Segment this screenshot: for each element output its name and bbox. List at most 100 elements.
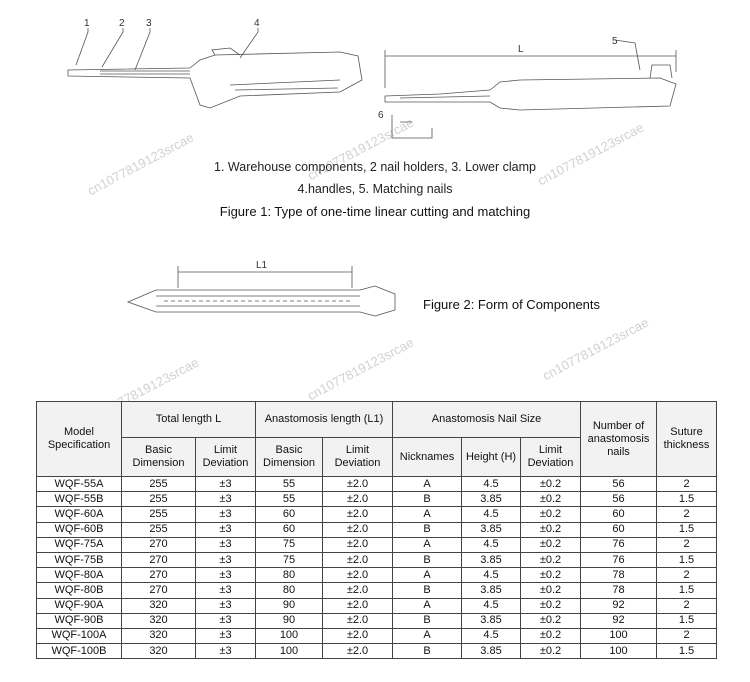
- table-cell: WQF-60B: [36, 521, 122, 538]
- table-cell: 60: [580, 506, 657, 523]
- table-cell: 60: [255, 506, 323, 523]
- table-cell: ±3: [195, 612, 256, 629]
- table-cell: 2: [656, 597, 717, 614]
- table-cell: ±3: [195, 536, 256, 553]
- table-cell: ±2.0: [322, 475, 393, 493]
- table-cell: ±3: [195, 597, 256, 614]
- figure2-drawing: L1: [126, 260, 396, 317]
- table-cell: WQF-90A: [36, 597, 122, 614]
- table-cell: 4.5: [461, 506, 521, 523]
- callout-1: 1: [84, 18, 90, 29]
- table-cell: ±3: [195, 475, 256, 493]
- table-cell: 1.5: [656, 521, 717, 538]
- table-cell: 1.5: [656, 582, 717, 599]
- specification-table: Model Specification Total length L Anast…: [36, 401, 717, 660]
- table-cell: 100: [255, 643, 323, 660]
- table-cell: ±0.2: [520, 521, 581, 538]
- header-number-of-nails: Number of anastomosis nails: [580, 401, 657, 477]
- table-cell: 1.5: [656, 612, 717, 629]
- table-cell: ±2.0: [322, 506, 393, 523]
- callout-4: 4: [254, 18, 260, 29]
- callout-5: 5: [612, 36, 618, 47]
- table-cell: 1.5: [656, 491, 717, 508]
- table-cell: 90: [255, 597, 323, 614]
- table-cell: ±0.2: [520, 627, 581, 645]
- table-cell: 270: [121, 536, 196, 553]
- table-cell: 270: [121, 582, 196, 599]
- table-cell: ±2.0: [322, 536, 393, 553]
- header-nail-size: Anastomosis Nail Size: [392, 401, 581, 438]
- dimension-L-label: L: [518, 44, 524, 55]
- table-cell: 75: [255, 536, 323, 553]
- header-total-length: Total length L: [121, 401, 256, 438]
- table-cell: 3.85: [461, 582, 521, 599]
- figure1-caption-line2: 4.handles, 5. Matching nails: [297, 182, 453, 196]
- table-cell: ±2.0: [322, 627, 393, 645]
- table-cell: 255: [121, 506, 196, 523]
- table-cell: WQF-100A: [36, 627, 122, 645]
- table-cell: 2: [656, 506, 717, 523]
- table-cell: WQF-75B: [36, 551, 122, 569]
- table-cell: 3.85: [461, 612, 521, 629]
- table-cell: B: [392, 491, 462, 508]
- table-cell: A: [392, 536, 462, 553]
- table-cell: 3.85: [461, 643, 521, 660]
- table-cell: A: [392, 567, 462, 584]
- figure1-caption-line1: 1. Warehouse components, 2 nail holders,…: [214, 160, 536, 174]
- table-cell: ±3: [195, 643, 256, 660]
- watermark: cn1077819123srcae: [305, 334, 417, 404]
- table-cell: 4.5: [461, 597, 521, 614]
- table-cell: 255: [121, 475, 196, 493]
- table-cell: A: [392, 627, 462, 645]
- table-cell: ±0.2: [520, 582, 581, 599]
- table-cell: ±3: [195, 567, 256, 584]
- table-cell: 3.85: [461, 551, 521, 569]
- table-cell: WQF-75A: [36, 536, 122, 553]
- figure1-drawing: 1 2 3 4 5 6 L: [67, 18, 677, 139]
- subheader-nicknames: Nicknames: [392, 437, 462, 477]
- table-cell: 2: [656, 475, 717, 493]
- table-cell: ±0.2: [520, 536, 581, 553]
- figure2-title: Figure 2: Form of Components: [423, 297, 601, 312]
- table-cell: A: [392, 475, 462, 493]
- table-cell: ±0.2: [520, 643, 581, 660]
- table-cell: 320: [121, 627, 196, 645]
- table-cell: 2: [656, 536, 717, 553]
- table-cell: 100: [255, 627, 323, 645]
- table-cell: A: [392, 597, 462, 614]
- table-cell: 76: [580, 536, 657, 553]
- table-cell: ±3: [195, 551, 256, 569]
- callout-2: 2: [119, 18, 125, 29]
- subheader-limit-deviation: Limit Deviation: [195, 437, 256, 477]
- table-cell: ±0.2: [520, 612, 581, 629]
- table-cell: 78: [580, 567, 657, 584]
- subheader-limit-deviation: Limit Deviation: [322, 437, 393, 477]
- table-cell: 76: [580, 551, 657, 569]
- header-model: Model Specification: [36, 401, 122, 477]
- table-cell: 90: [255, 612, 323, 629]
- table-cell: ±0.2: [520, 475, 581, 493]
- table-cell: 60: [580, 521, 657, 538]
- table-cell: ±2.0: [322, 597, 393, 614]
- figure1-title: Figure 1: Type of one-time linear cuttin…: [219, 204, 531, 219]
- table-cell: 75: [255, 551, 323, 569]
- subheader-basic-dimension: Basic Dimension: [255, 437, 323, 477]
- table-cell: 4.5: [461, 627, 521, 645]
- table-cell: 3.85: [461, 521, 521, 538]
- table-cell: 60: [255, 521, 323, 538]
- table-cell: ±3: [195, 627, 256, 645]
- table-cell: 4.5: [461, 475, 521, 493]
- table-cell: ±3: [195, 582, 256, 599]
- table-cell: 56: [580, 475, 657, 493]
- table-cell: ±2.0: [322, 551, 393, 569]
- table-cell: ±2.0: [322, 567, 393, 584]
- table-cell: WQF-80B: [36, 582, 122, 599]
- table-cell: 4.5: [461, 536, 521, 553]
- table-cell: 2: [656, 627, 717, 645]
